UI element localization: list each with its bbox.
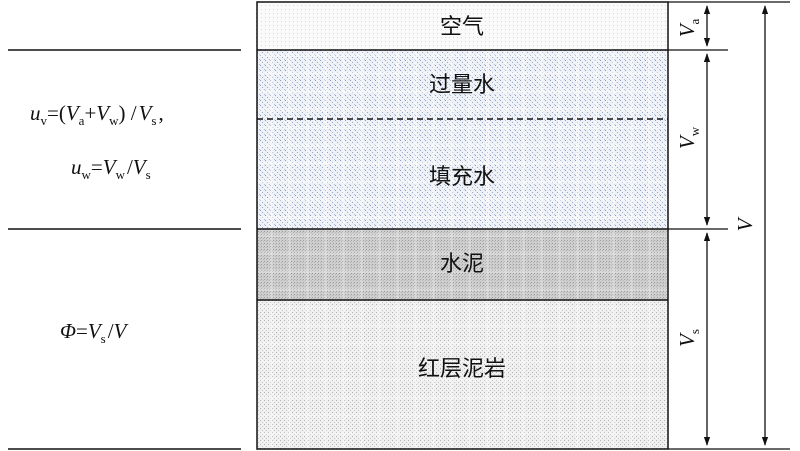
column-outline	[256, 1, 669, 450]
layer-air-label: 空气	[440, 15, 484, 40]
layer-cement-label: 水泥	[440, 252, 484, 277]
layer-red-mudstone-label: 红层泥岩	[418, 357, 506, 382]
dim-label-v: V	[733, 216, 757, 231]
formula-uw: uw=Vw/Vs	[71, 155, 151, 182]
layer-cement: 水泥	[257, 229, 668, 300]
dim-label-va: Va	[675, 18, 702, 37]
layer-excess-water: 过量水	[257, 50, 668, 119]
dim-label-vs: Vs	[675, 329, 702, 347]
layer-filling-water: 填充水	[257, 119, 668, 229]
layer-red-mudstone: 红层泥岩	[257, 300, 668, 449]
layer-excess-water-label: 过量水	[429, 73, 495, 98]
formula-uv: uv=(Va+Vw) /Vs,	[30, 101, 164, 128]
layer-air: 空气	[257, 2, 668, 50]
formula-phi: Φ=Vs/V	[60, 319, 129, 346]
dim-label-vw: Vw	[675, 126, 702, 149]
layer-filling-water-label: 填充水	[429, 165, 495, 190]
